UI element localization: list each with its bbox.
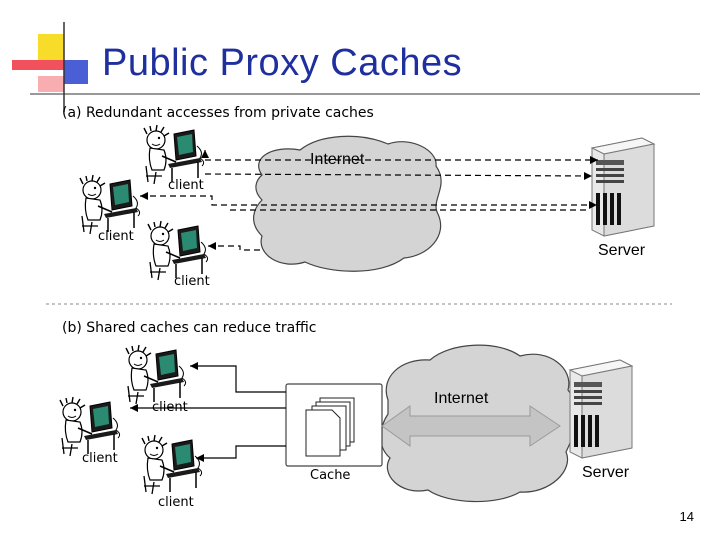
- internet-label-b: Internet: [434, 390, 489, 407]
- bidirectional-arrow: [381, 405, 561, 447]
- client-label: client: [158, 495, 194, 510]
- page-number: 14: [679, 509, 694, 524]
- arrowheads-a: [140, 150, 598, 250]
- section-b-diagram: [59, 344, 633, 503]
- section-a-diagram: [46, 124, 672, 305]
- server-label-a: Server: [598, 242, 646, 259]
- cache-label: Cache: [310, 468, 351, 483]
- client-label: client: [152, 400, 188, 415]
- client-icon: [59, 396, 121, 457]
- client-label: client: [174, 274, 210, 289]
- client-icon: [141, 434, 203, 495]
- cache-pages-icon: [305, 397, 355, 457]
- client-label: client: [82, 451, 118, 466]
- client-icon: [125, 344, 187, 405]
- arrowheads-b: [130, 362, 204, 462]
- internet-label-a: Internet: [310, 151, 365, 168]
- section-b-heading: (b) Shared caches can reduce traffic: [62, 320, 317, 336]
- client-label: client: [98, 229, 134, 244]
- server-label-b: Server: [582, 464, 630, 481]
- connection-lines-b: [130, 365, 286, 459]
- client-icon: [79, 174, 141, 235]
- section-a-heading: (a) Redundant accesses from private cach…: [62, 105, 374, 121]
- client-icon: [147, 220, 209, 281]
- server-icon: [591, 137, 655, 237]
- client-icon: [143, 124, 205, 185]
- client-label: client: [168, 178, 204, 193]
- slide-title: Public Proxy Caches: [102, 42, 463, 84]
- server-icon: [569, 359, 633, 459]
- slide-decoration: [12, 22, 700, 112]
